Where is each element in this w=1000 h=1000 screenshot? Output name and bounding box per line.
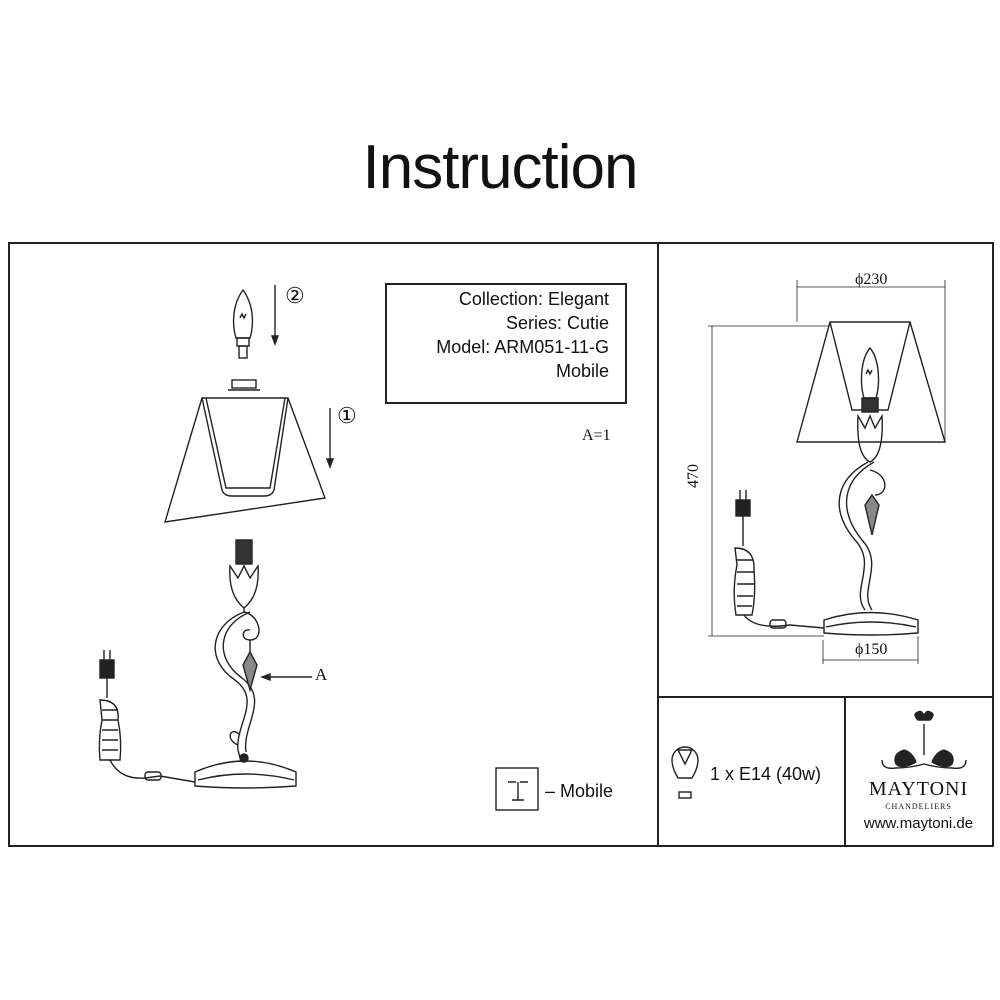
instruction-frame bbox=[8, 242, 994, 847]
part-a-label: A bbox=[315, 665, 328, 684]
bulb-spec: 1 x E14 (40w) bbox=[710, 764, 822, 784]
brand-website: www.maytoni.de bbox=[863, 815, 974, 832]
collection-label: Collection: Elegant bbox=[458, 289, 609, 309]
brand-name: MAYTONI bbox=[868, 778, 969, 800]
model-label: Model: ARM051-11-G bbox=[436, 337, 609, 357]
dimension-lamp-drawing bbox=[733, 321, 946, 636]
page-title: Instruction bbox=[362, 133, 638, 202]
brand-tagline: CHANDELIERS bbox=[885, 802, 952, 811]
product-info-box: Collection: Elegant Series: Cutie Model:… bbox=[385, 283, 627, 404]
divider bbox=[658, 696, 992, 698]
series-label: Series: Cutie bbox=[505, 313, 609, 333]
bulb-spec-icon bbox=[671, 746, 699, 799]
base-diameter: ϕ150 bbox=[855, 641, 888, 658]
shade-drawing bbox=[164, 397, 326, 523]
type-label: Mobile bbox=[555, 361, 609, 381]
step1-marker: ① bbox=[337, 403, 357, 428]
bulb-drawing bbox=[232, 288, 254, 359]
maytoni-logo bbox=[881, 710, 967, 770]
divider bbox=[657, 242, 659, 845]
step2-marker: ② bbox=[285, 283, 305, 308]
shade-diameter: ϕ230 bbox=[855, 271, 888, 288]
cord-drawing bbox=[98, 650, 196, 783]
mobile-legend-label: – Mobile bbox=[545, 781, 614, 801]
shade-ring bbox=[231, 379, 257, 389]
mobile-legend-icon bbox=[495, 767, 539, 811]
height-dimension: 470 bbox=[685, 464, 702, 488]
dimension-lines bbox=[708, 280, 946, 664]
part-count: A=1 bbox=[582, 427, 611, 444]
divider bbox=[844, 697, 846, 845]
lamp-body-drawing bbox=[194, 539, 297, 789]
